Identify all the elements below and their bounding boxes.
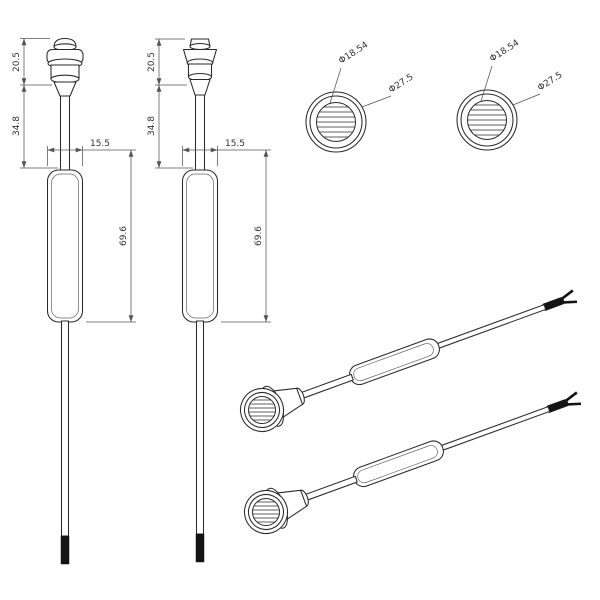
body-capsule-inner	[353, 343, 434, 382]
front-view-2: Φ18.54 Φ27.5	[456, 38, 564, 151]
bezel-inner-ring	[309, 95, 363, 149]
lower-rod	[60, 320, 70, 537]
dim-label-body-width-2: 15.5	[225, 139, 245, 149]
leader-lens-dia	[480, 65, 493, 102]
stem	[194, 94, 206, 173]
dim-label-lens-dia-2: Φ18.54	[488, 38, 521, 64]
cap-dome-base	[189, 42, 211, 51]
front-view-1: Φ18.54 Φ27.5	[305, 40, 415, 153]
leader-bezel-dia	[512, 93, 541, 106]
wire-ends	[565, 391, 582, 406]
lens-face	[252, 499, 280, 526]
body-capsule-inner	[51, 173, 79, 319]
dim-label-bezel-dia-2: Φ27.5	[536, 70, 564, 93]
stem	[299, 373, 354, 399]
dimensions-side-2: 20.5 34.8 15.5 69.6	[147, 38, 271, 323]
stem	[59, 95, 71, 173]
dim-label-neck-length-2: 34.8	[147, 116, 157, 136]
cap-neck	[53, 81, 77, 97]
side-view-1	[46, 37, 84, 565]
body-capsule	[353, 440, 444, 488]
lens-face	[467, 101, 507, 140]
bezel-inner-ring	[460, 93, 514, 147]
leader-bezel-dia	[361, 95, 392, 108]
lower-rod	[195, 320, 205, 535]
wire-ends	[561, 289, 578, 304]
dim-label-cap-height-2: 20.5	[147, 52, 157, 72]
upper-rod	[435, 304, 547, 350]
cap-neck	[189, 78, 211, 96]
body-capsule-inner	[186, 173, 214, 319]
dim-label-body-length-2: 69.6	[254, 226, 264, 246]
cap-assembly	[46, 37, 84, 97]
stem	[303, 475, 358, 501]
iso-view-2	[243, 391, 582, 535]
body-capsule	[181, 169, 219, 323]
dim-label-cap-height-1: 20.5	[12, 52, 22, 72]
head-ring	[243, 391, 281, 429]
cable-tip	[60, 535, 70, 565]
leader-lens-dia	[329, 67, 342, 104]
dim-label-body-width-1: 15.5	[90, 139, 110, 149]
head-ring	[247, 493, 285, 531]
body-capsule	[46, 169, 84, 323]
upper-rod	[439, 406, 551, 452]
dimensions-side-1: 20.5 34.8 15.5 69.6	[12, 38, 136, 323]
dim-label-body-length-1: 69.6	[119, 226, 129, 246]
iso-view-1	[239, 289, 578, 433]
body-capsule	[349, 338, 440, 386]
cable-tip	[195, 533, 205, 563]
dim-label-neck-length-1: 34.8	[12, 116, 22, 136]
lens-face	[248, 397, 276, 424]
dim-label-lens-dia-1: Φ18.54	[337, 40, 370, 66]
dim-label-bezel-dia-1: Φ27.5	[387, 72, 415, 95]
body-capsule-inner	[357, 445, 438, 484]
lens-face	[316, 103, 356, 142]
side-view-2	[181, 38, 219, 563]
cap-assembly	[182, 38, 218, 96]
